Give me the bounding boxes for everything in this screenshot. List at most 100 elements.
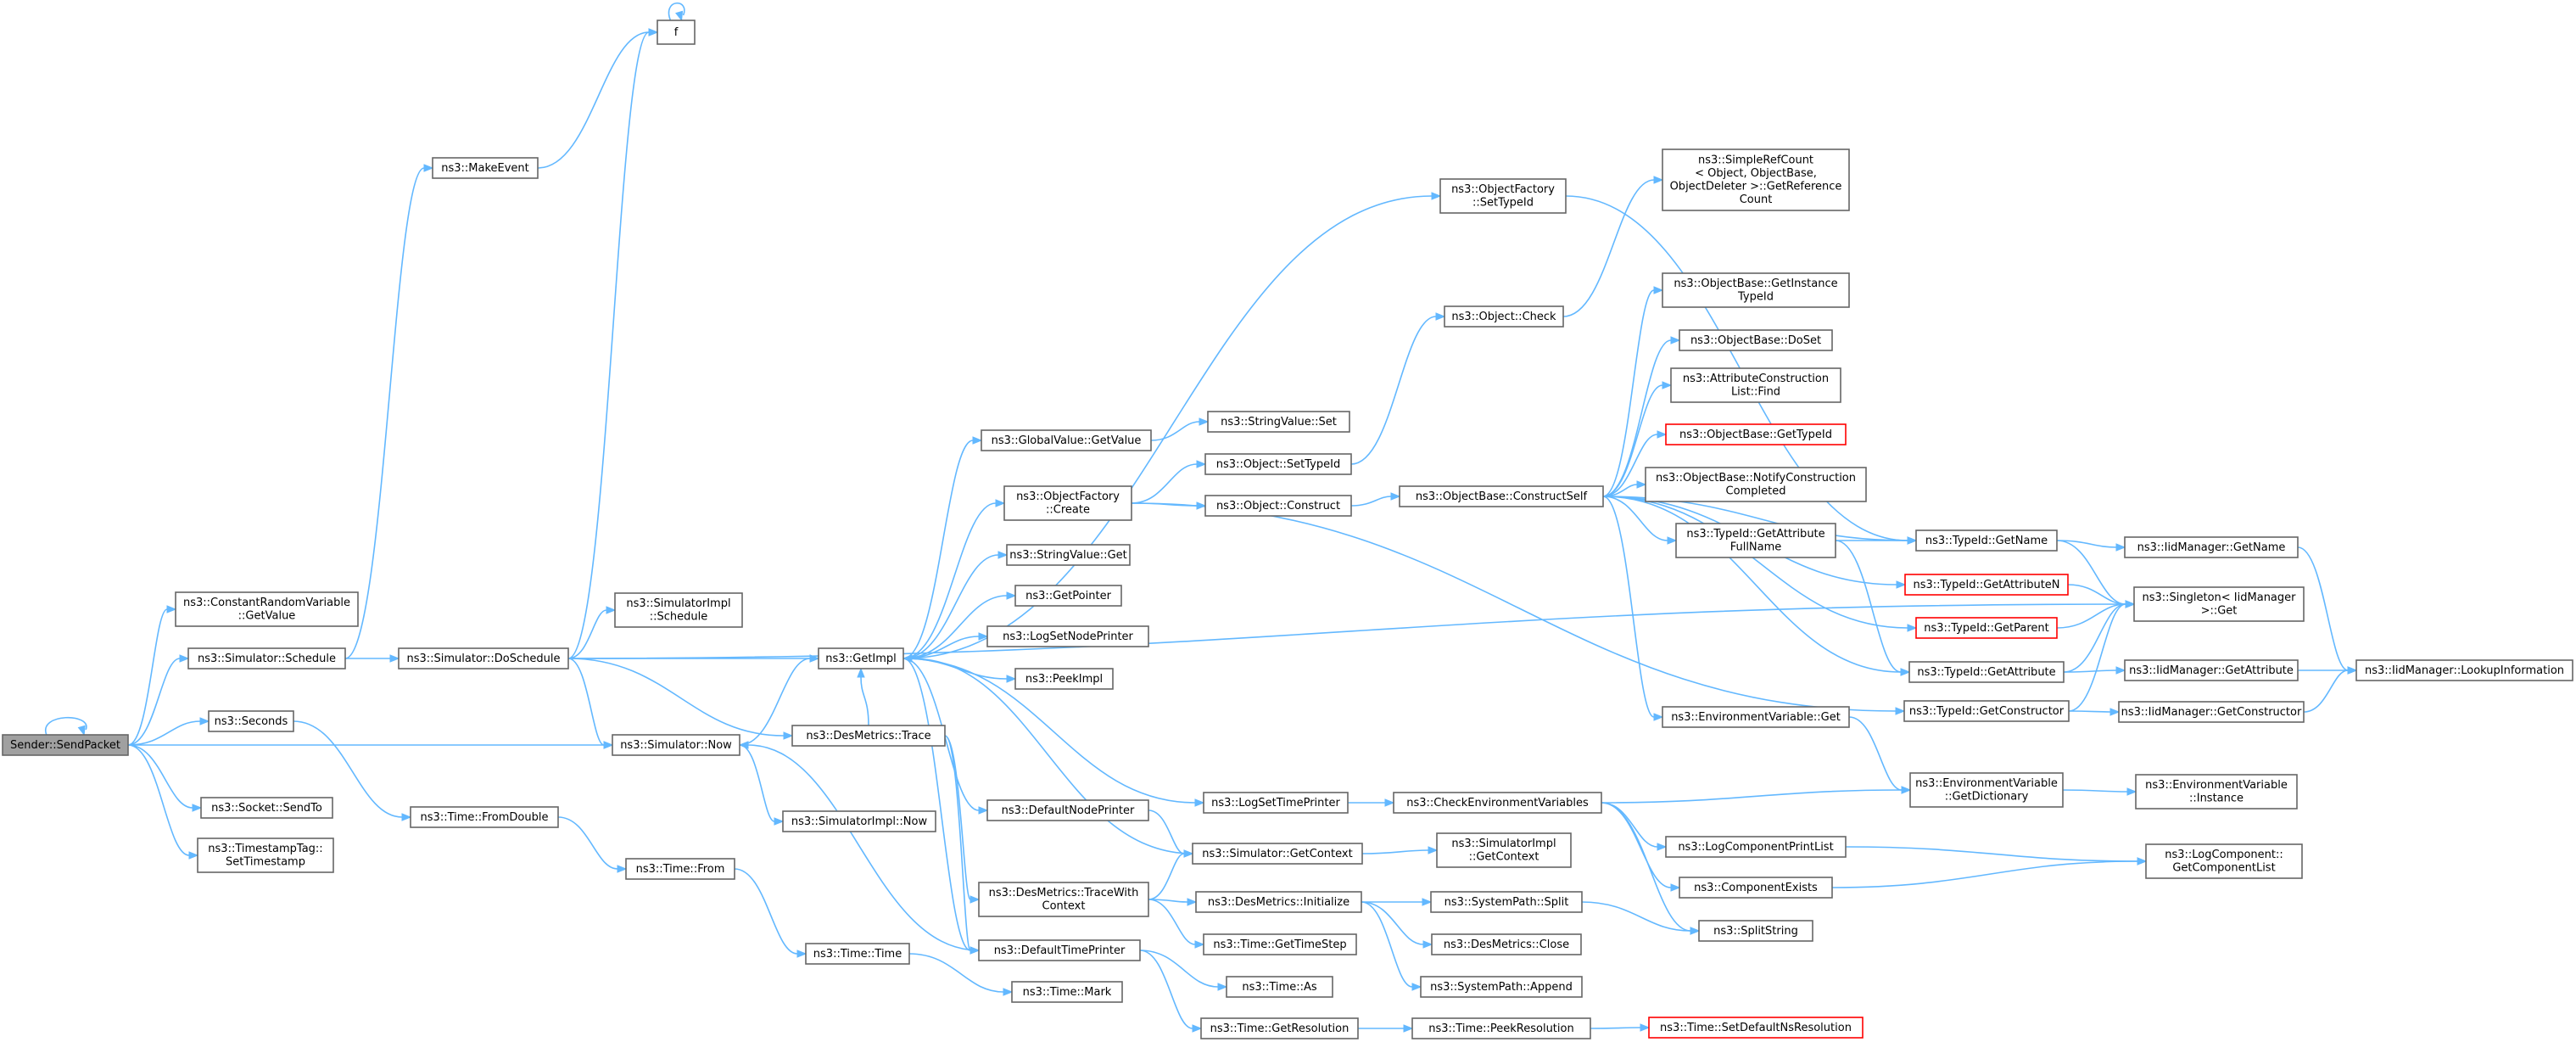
edge-ev-get-to-ev-getdictionary bbox=[1848, 716, 1912, 794]
node-label: ns3::Time::Mark bbox=[1023, 986, 1112, 999]
node-socket-sendto[interactable]: ns3::Socket::SendTo bbox=[200, 797, 333, 819]
node-logcompprintlist[interactable]: ns3::LogComponentPrintList bbox=[1665, 836, 1847, 858]
node-time-as[interactable]: ns3::Time::As bbox=[1226, 976, 1333, 998]
node-label: ns3::Time::GetResolution bbox=[1210, 1022, 1349, 1035]
node-label: ObjectDeleter >::GetReference bbox=[1670, 181, 1842, 193]
node-simimpl-getcontext[interactable]: ns3::SimulatorImpl::GetContext bbox=[1436, 832, 1572, 868]
node-f[interactable]: f bbox=[657, 20, 696, 45]
node-logsettimeprinter[interactable]: ns3::LogSetTimePrinter bbox=[1203, 792, 1349, 814]
node-makeevent[interactable]: ns3::MakeEvent bbox=[432, 157, 539, 179]
node-defaulttimeprinter[interactable]: ns3::DefaultTimePrinter bbox=[978, 939, 1141, 961]
edge-sim-now-to-simimpl-now bbox=[739, 744, 785, 826]
node-ob-notifyconstr[interactable]: ns3::ObjectBase::NotifyConstructionCompl… bbox=[1645, 467, 1867, 502]
edge-obj-settypeid-to-obj-check bbox=[1350, 312, 1446, 465]
node-sv-get[interactable]: ns3::StringValue::Get bbox=[1006, 544, 1131, 566]
edge-dm-tracewith-to-time-gettimestep bbox=[1148, 899, 1205, 949]
node-crv-getvalue[interactable]: ns3::ConstantRandomVariable::GetValue bbox=[175, 591, 359, 627]
node-peekimpl[interactable]: ns3::PeekImpl bbox=[1014, 668, 1114, 690]
node-desmetrics-trace[interactable]: ns3::DesMetrics::Trace bbox=[791, 725, 946, 747]
node-logcomp-getlist[interactable]: ns3::LogComponent::GetComponentList bbox=[2145, 843, 2303, 879]
node-time-time[interactable]: ns3::Time::Time bbox=[805, 943, 910, 965]
edge-sendpacket-to-tstag bbox=[127, 744, 199, 860]
node-time-fromdouble[interactable]: ns3::Time::FromDouble bbox=[410, 806, 559, 828]
edge-dm-tracewith-to-dm-initialize bbox=[1148, 898, 1198, 906]
node-sim-getcontext[interactable]: ns3::Simulator::GetContext bbox=[1192, 843, 1363, 865]
edge-tid-getconstructor-to-singleton-get bbox=[2068, 600, 2136, 712]
edge-checkenvvars-to-logcompprintlist bbox=[1601, 802, 1668, 851]
node-tid-getattribute[interactable]: ns3::TypeId::GetAttribute bbox=[1908, 661, 2065, 683]
node-label: ns3::SplitString bbox=[1713, 925, 1798, 938]
node-ob-gettypeid[interactable]: ns3::ObjectBase::GetTypeId bbox=[1665, 423, 1847, 445]
node-simplerefcount[interactable]: ns3::SimpleRefCount< Object, ObjectBase,… bbox=[1662, 148, 1850, 211]
node-componentexists[interactable]: ns3::ComponentExists bbox=[1679, 877, 1833, 899]
node-checkenvvars[interactable]: ns3::CheckEnvironmentVariables bbox=[1393, 792, 1602, 814]
node-logsetnodeprinter[interactable]: ns3::LogSetNodePrinter bbox=[986, 625, 1149, 647]
node-iid-getattribute[interactable]: ns3::IidManager::GetAttribute bbox=[2124, 659, 2299, 681]
node-sendpacket[interactable]: Sender::SendPacket bbox=[2, 734, 129, 756]
edge-obj-construct-to-ob-constructself bbox=[1350, 492, 1401, 507]
node-dm-close[interactable]: ns3::DesMetrics::Close bbox=[1431, 933, 1582, 955]
node-label: ::Instance bbox=[2189, 793, 2244, 805]
node-time-setdefaultns[interactable]: ns3::Time::SetDefaultNsResolution bbox=[1648, 1017, 1864, 1039]
node-seconds[interactable]: ns3::Seconds bbox=[208, 710, 294, 732]
node-time-getresolution[interactable]: ns3::Time::GetResolution bbox=[1200, 1017, 1359, 1039]
node-label: ns3::DesMetrics::Close bbox=[1444, 938, 1569, 951]
node-tid-getname[interactable]: ns3::TypeId::GetName bbox=[1915, 529, 2058, 552]
node-obj-settypeid[interactable]: ns3::Object::SetTypeId bbox=[1204, 453, 1352, 475]
node-singleton-get[interactable]: ns3::Singleton< IidManager>::Get bbox=[2133, 586, 2305, 622]
node-obj-construct[interactable]: ns3::Object::Construct bbox=[1204, 495, 1352, 517]
node-sim-schedule[interactable]: ns3::Simulator::Schedule bbox=[187, 647, 346, 669]
node-getpointer[interactable]: ns3::GetPointer bbox=[1014, 585, 1122, 607]
node-label: ns3::LogSetTimePrinter bbox=[1211, 797, 1340, 810]
node-sv-set[interactable]: ns3::StringValue::Set bbox=[1207, 411, 1350, 433]
edge-time-from-to-time-time bbox=[734, 868, 807, 958]
edge-sim-now-to-getimpl bbox=[739, 654, 820, 746]
node-ev-instance[interactable]: ns3::EnvironmentVariable::Instance bbox=[2135, 774, 2298, 810]
edge-defaulttimeprinter-to-time-getresolution bbox=[1139, 950, 1203, 1033]
node-doschedule[interactable]: ns3::Simulator::DoSchedule bbox=[398, 647, 569, 669]
node-iid-getname[interactable]: ns3::IidManager::GetName bbox=[2124, 536, 2299, 558]
node-splitstring[interactable]: ns3::SplitString bbox=[1698, 920, 1813, 942]
node-sp-append[interactable]: ns3::SystemPath::Append bbox=[1420, 976, 1583, 998]
node-time-gettimestep[interactable]: ns3::Time::GetTimeStep bbox=[1203, 933, 1357, 955]
node-time-peekres[interactable]: ns3::Time::PeekResolution bbox=[1411, 1017, 1591, 1039]
edge-sendpacket-to-sim-schedule bbox=[127, 654, 190, 746]
node-ob-constructself[interactable]: ns3::ObjectBase::ConstructSelf bbox=[1399, 485, 1604, 507]
node-tstag[interactable]: ns3::TimestampTag::SetTimestamp bbox=[197, 838, 334, 873]
node-of-settypeid[interactable]: ns3::ObjectFactory::SetTypeId bbox=[1439, 178, 1567, 214]
node-sim-now[interactable]: ns3::Simulator::Now bbox=[612, 734, 740, 756]
node-tid-getparent[interactable]: ns3::TypeId::GetParent bbox=[1915, 617, 2058, 639]
node-defaultnodeprinter[interactable]: ns3::DefaultNodePrinter bbox=[986, 799, 1149, 821]
node-simimpl-now[interactable]: ns3::SimulatorImpl::Now bbox=[782, 810, 936, 832]
call-edges bbox=[45, 2, 2358, 1033]
node-label: ns3::IidManager::GetName bbox=[2137, 541, 2286, 554]
node-iid-getconstructor[interactable]: ns3::IidManager::GetConstructor bbox=[2118, 701, 2305, 723]
node-tid-getconstructor[interactable]: ns3::TypeId::GetConstructor bbox=[1903, 700, 2070, 722]
node-ev-get[interactable]: ns3::EnvironmentVariable::Get bbox=[1662, 706, 1850, 728]
node-ob-doset[interactable]: ns3::ObjectBase::DoSet bbox=[1679, 329, 1833, 351]
node-label: SetTimestamp bbox=[226, 856, 305, 869]
edge-tid-getattribute-to-iid-getattribute bbox=[2063, 666, 2126, 675]
node-label: ns3::SystemPath::Split bbox=[1444, 896, 1569, 909]
node-getimpl[interactable]: ns3::GetImpl bbox=[818, 647, 904, 669]
node-tid-getattributen[interactable]: ns3::TypeId::GetAttributeN bbox=[1904, 574, 2069, 596]
node-label: >::Get bbox=[2201, 605, 2238, 618]
node-simimpl-schedule[interactable]: ns3::SimulatorImpl::Schedule bbox=[614, 592, 743, 628]
node-of-create[interactable]: ns3::ObjectFactory::Create bbox=[1003, 485, 1132, 521]
node-label: ns3::ObjectFactory bbox=[1451, 183, 1555, 196]
node-iid-lookupinfo[interactable]: ns3::IidManager::LookupInformation bbox=[2355, 659, 2573, 681]
node-dm-initialize[interactable]: ns3::DesMetrics::Initialize bbox=[1195, 891, 1362, 913]
node-time-mark[interactable]: ns3::Time::Mark bbox=[1011, 981, 1123, 1003]
edge-getimpl-to-sv-get bbox=[902, 551, 1009, 659]
node-gv-getvalue[interactable]: ns3::GlobalValue::GetValue bbox=[981, 429, 1152, 451]
node-label: ns3::TypeId::GetAttribute bbox=[1686, 528, 1824, 541]
node-obj-check[interactable]: ns3::Object::Check bbox=[1444, 305, 1564, 328]
node-ev-getdictionary[interactable]: ns3::EnvironmentVariable::GetDictionary bbox=[1909, 772, 2064, 808]
node-time-from[interactable]: ns3::Time::From bbox=[625, 858, 735, 880]
edge-getimpl-to-of-settypeid bbox=[902, 192, 1442, 659]
node-sp-split[interactable]: ns3::SystemPath::Split bbox=[1430, 891, 1583, 913]
